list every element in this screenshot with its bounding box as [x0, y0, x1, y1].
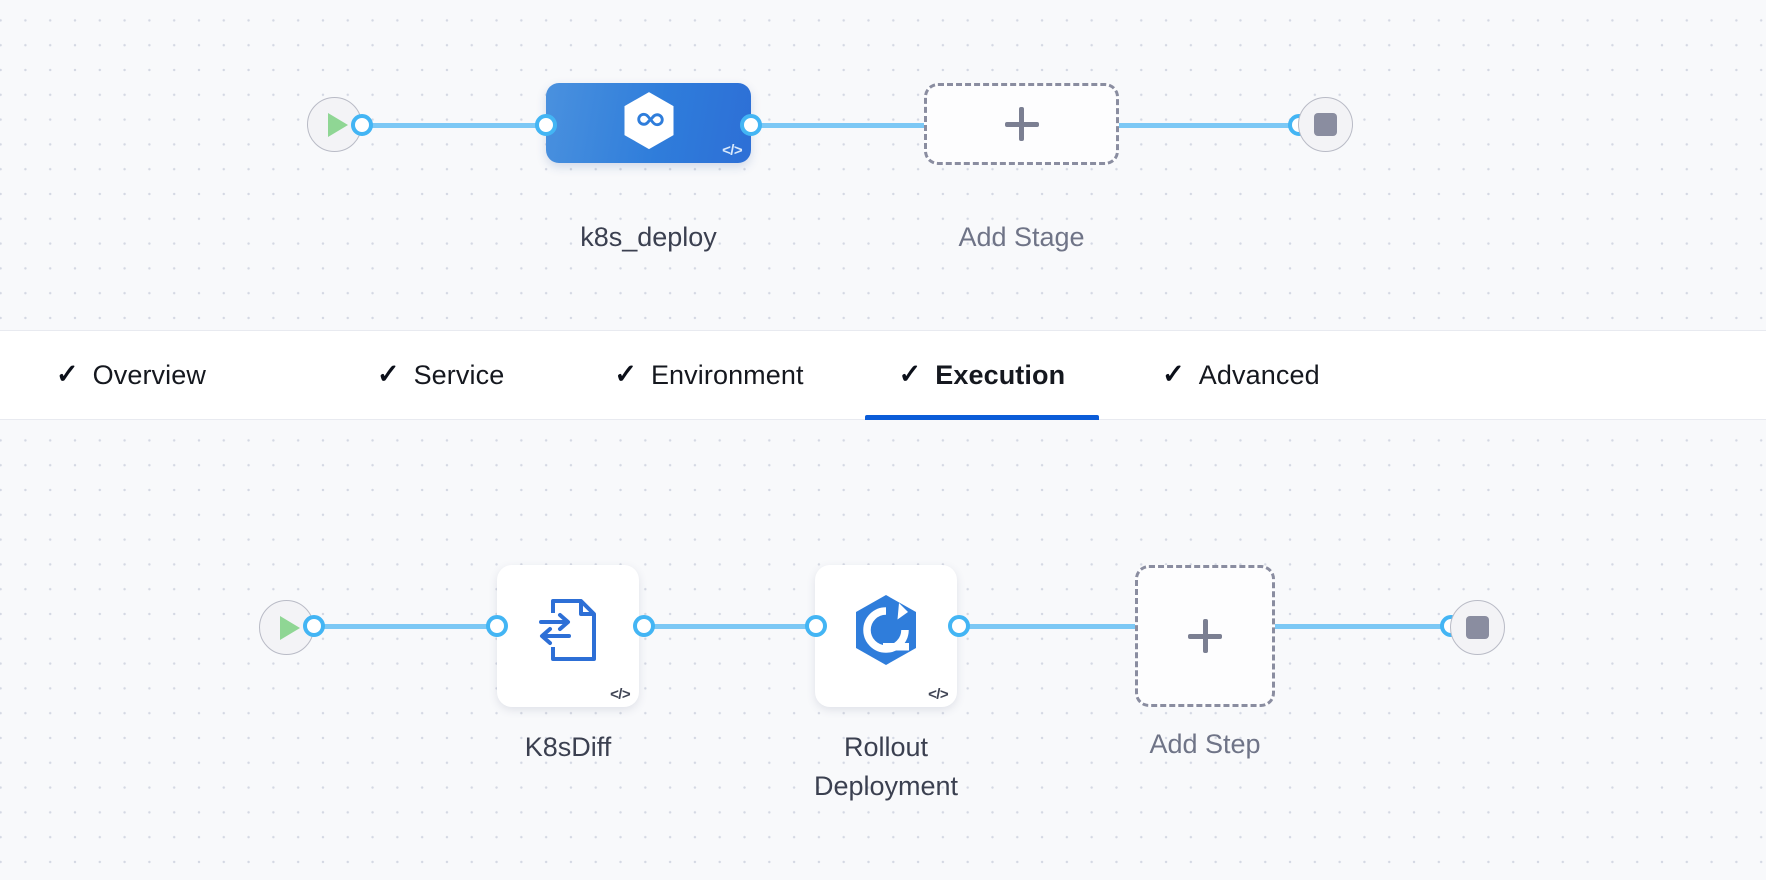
stage-node-k8s-deploy[interactable]: </>	[546, 83, 751, 163]
play-icon	[279, 615, 300, 640]
tab-execution[interactable]: ✓ Execution	[864, 330, 1100, 421]
step-link-rollout-to-add-step	[948, 624, 1138, 629]
tab-label: Service	[413, 359, 505, 390]
stage-link-add-stage-to-end	[1115, 123, 1315, 128]
add-stage-button[interactable]	[924, 83, 1119, 165]
stage-node-label-k8s-deploy: k8s_deploy	[580, 222, 717, 252]
step-node-label-rollout-deployment: Rollout Deployment	[813, 732, 959, 802]
execution-end-node[interactable]	[1450, 600, 1505, 655]
stage-connector-dot-k8s-deploy-out[interactable]	[740, 114, 762, 136]
tab-active-indicator	[864, 415, 1100, 421]
stage-graph-canvas[interactable]: </> k8s_deploy Add Stage	[0, 0, 1766, 330]
harness-cd-hexagon-icon	[624, 92, 673, 150]
code-badge-icon: </>	[610, 686, 630, 703]
tab-label: Overview	[92, 359, 206, 390]
stop-icon	[1466, 616, 1489, 639]
check-icon: ✓	[56, 358, 79, 389]
plus-icon	[1004, 107, 1039, 141]
stage-link-k8s-deploy-to-add-stage	[740, 123, 940, 128]
execution-graph-canvas[interactable]: </> K8sDiff </> Rollout Deployment Add S…	[0, 420, 1766, 880]
tab-label: Environment	[650, 359, 804, 390]
code-badge-icon: </>	[722, 142, 742, 159]
step-connector-dot-k8sdiff-in[interactable]	[486, 615, 508, 637]
step-link-add-step-to-end	[1268, 624, 1458, 629]
check-icon: ✓	[376, 358, 400, 389]
code-badge-icon: </>	[928, 686, 948, 703]
add-step-button[interactable]	[1135, 565, 1275, 707]
step-connector-dot-k8sdiff-out[interactable]	[633, 615, 655, 637]
tab-advanced[interactable]: ✓ Advanced	[1128, 330, 1354, 420]
step-node-rollout-deployment[interactable]: </>	[815, 565, 957, 707]
stage-config-tabs: ✓ Overview ✓ Service ✓ Environment ✓ Exe…	[0, 330, 1766, 421]
pipeline-end-node[interactable]	[1298, 97, 1353, 152]
tab-environment[interactable]: ✓ Environment	[580, 330, 837, 420]
check-icon: ✓	[898, 358, 922, 389]
tab-overview[interactable]: ✓ Overview	[22, 330, 240, 420]
stop-icon	[1314, 113, 1337, 136]
add-step-label: Add Step	[1149, 729, 1261, 759]
add-stage-label: Add Stage	[958, 222, 1085, 252]
stage-link-start-to-k8s-deploy	[350, 123, 555, 128]
step-link-k8sdiff-to-rollout	[633, 624, 833, 629]
stage-connector-dot-k8s-deploy-in[interactable]	[535, 114, 557, 136]
check-icon: ✓	[1162, 358, 1185, 389]
step-connector-dot-rollout-in[interactable]	[805, 615, 827, 637]
tab-label: Advanced	[1198, 359, 1320, 390]
stage-connector-dot-start[interactable]	[351, 114, 373, 136]
tab-service[interactable]: ✓ Service	[343, 330, 538, 420]
k8s-diff-document-icon	[539, 599, 596, 662]
step-node-label-k8sdiff: K8sDiff	[524, 732, 612, 762]
plus-icon	[1188, 619, 1222, 653]
rollout-deployment-hexagon-icon	[856, 595, 916, 666]
play-icon	[327, 112, 348, 137]
step-connector-dot-start[interactable]	[303, 615, 325, 637]
step-connector-dot-rollout-out[interactable]	[948, 615, 970, 637]
check-icon: ✓	[614, 358, 637, 389]
step-link-start-to-k8sdiff	[303, 624, 513, 629]
tab-label: Execution	[935, 359, 1066, 390]
step-node-k8sdiff[interactable]: </>	[497, 565, 639, 707]
